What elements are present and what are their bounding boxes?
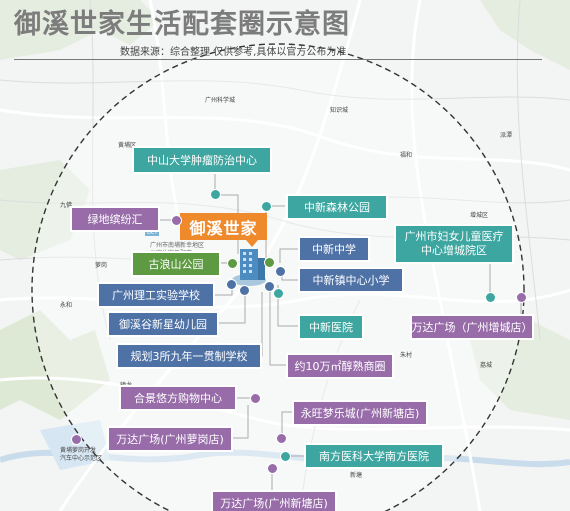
place-name: 派潭 (500, 132, 513, 139)
poi-aeon-mall-xintang[interactable]: 永旺梦乐城(广州新塘店) (294, 402, 426, 424)
marker-dot (210, 189, 221, 200)
place-name: 黄埔区 (118, 142, 137, 149)
poi-wanda-xintang[interactable]: 万达广场(广州新塘店) (213, 492, 335, 511)
poi-wanda-zengcheng[interactable]: 万达广场（广州增城店） (412, 316, 533, 338)
brand-tag: OCT (145, 230, 160, 236)
marker-dot (227, 258, 238, 269)
poi-lvdi-mall[interactable]: 绿地缤纷汇 (72, 208, 158, 230)
green-area-left (0, 310, 110, 420)
place-name: 增城区 (470, 212, 489, 219)
place-name: 萝岗 (95, 262, 108, 269)
place-name: 镇龙 (120, 382, 133, 389)
marker-dot (280, 451, 291, 462)
marker-dot (71, 434, 82, 445)
marker-dot (264, 281, 275, 292)
place-name: 黄埔萝岗开发 (60, 447, 97, 454)
poi-zhongshan-tumor-center[interactable]: 中山大学肿瘤防治中心 (134, 148, 270, 172)
poi-wanda-luogang[interactable]: 万达广场(广州萝岗店) (109, 428, 231, 450)
green-area-top-right (480, 0, 570, 70)
place-name: 永和 (60, 302, 73, 309)
project-building (232, 249, 266, 286)
poi-zhongxin-hospital[interactable]: 中新医院 (300, 316, 362, 338)
marker-dot (171, 215, 182, 226)
marker-dot (250, 393, 261, 404)
marker-dot (267, 463, 278, 474)
place-name: 福和 (400, 152, 413, 159)
source-note: 数据来源：综合整理 仅供参考,具体以官方公布为准 (120, 47, 347, 58)
marker-dot (261, 201, 272, 212)
project-label-pointer (246, 240, 258, 247)
poi-women-children-hospital-line-1: 广州市妇女儿童医疗 (404, 230, 504, 244)
place-name: 新塘 (350, 472, 363, 479)
page-title: 御溪世家生活配套圈示意图 (14, 9, 350, 40)
marker-dot (264, 257, 275, 268)
project-label: 御溪世家 (180, 213, 267, 240)
poi-women-children-hospital-line-2: 中心增城院区 (421, 244, 487, 257)
poi-zhongxin-central-primary-school[interactable]: 中新镇中心小学 (300, 269, 402, 291)
marker-dot (516, 292, 527, 303)
marker-dot (275, 266, 286, 277)
poi-hejing-shopping-center[interactable]: 合景悠方购物中心 (121, 387, 235, 409)
poi-business-circle[interactable]: 约10万㎡醇熟商圈 (288, 355, 392, 377)
poi-planned-schools[interactable]: 规划3所九年一贯制学校 (118, 345, 260, 367)
poi-zhongxin-middle-school[interactable]: 中新中学 (300, 238, 368, 260)
marker-dot (485, 292, 496, 303)
poi-women-children-hospital[interactable]: 广州市妇女儿童医疗 中心增城院区 (396, 226, 512, 262)
poi-gulangshan-park[interactable]: 古浪山公园 (133, 253, 219, 275)
place-name: 朱村 (400, 352, 413, 359)
title-underline (14, 59, 542, 60)
green-area-right (470, 320, 570, 420)
poi-nanfang-hospital[interactable]: 南方医科大学南方医院 (306, 445, 442, 467)
marker-dot (276, 433, 287, 444)
poi-zhongxin-forest-park[interactable]: 中新森林公园 (288, 196, 386, 218)
water-area (40, 420, 110, 470)
place-name: 广州科学城 (205, 97, 236, 104)
marker-dot (226, 279, 237, 290)
place-name: 知识城 (330, 107, 349, 114)
place-name: 汽车中心示范区 (60, 455, 103, 462)
green-area-top-left (0, 0, 160, 60)
place-name: 九佛 (60, 202, 73, 209)
poi-yuxigu-kindergarten[interactable]: 御溪谷新星幼儿园 (109, 313, 217, 335)
poi-ligong-experimental-school[interactable]: 广州理工实验学校 (99, 284, 213, 306)
marker-dot (273, 288, 284, 299)
marker-dot (239, 285, 250, 296)
place-name: 荔城 (480, 362, 493, 369)
project-sub-name: 广州市南埔新幸地区 (150, 242, 205, 249)
